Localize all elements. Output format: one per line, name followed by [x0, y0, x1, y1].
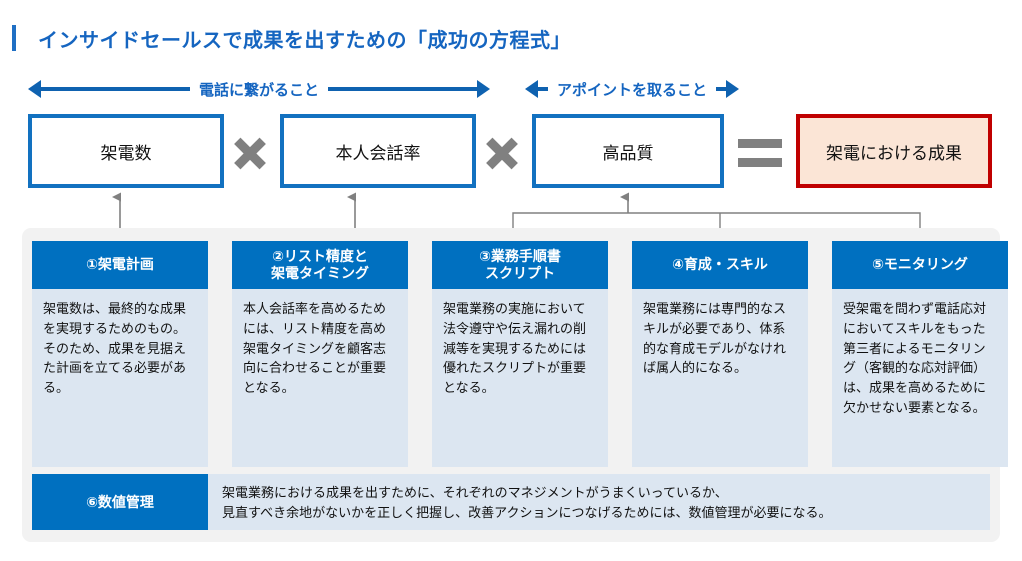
column-paragraph: 受架電を問わず電話応対においてスキルをもった第三者によるモニタリング（客観的な応… — [843, 301, 987, 415]
equals-icon — [738, 136, 782, 170]
column-list-accuracy-body: 本人会話率を高めるためには、リスト精度を高め架電タイミングを顧客志向に合わせるこ… — [232, 289, 408, 467]
equation-box-quality-label: 高品質 — [602, 143, 654, 163]
bottom-row-numeric-management: ⑥数値管理 架電業務における成果を出すために、それぞれのマネジメントがうまくいっ… — [32, 474, 990, 530]
column-call-plan-header: ①架電計画 — [32, 241, 208, 289]
equation-box-result: 架電における成果 — [796, 114, 992, 188]
column-training-skill-header: ④育成・スキル — [632, 241, 808, 289]
column-call-plan-header-label: ①架電計画 — [86, 256, 154, 273]
column-call-plan: ①架電計画 架電数は、最終的な成果を実現するためのもの。 そのため、成果を見据え… — [32, 241, 208, 467]
arrow-bar — [328, 87, 478, 91]
column-training-skill: ④育成・スキル 架電業務には専門的なスキルが必要であり、体系的な育成モデルがなけ… — [632, 241, 808, 467]
column-script-header-line1: ③業務手順書 — [479, 247, 561, 264]
column-call-plan-body: 架電数は、最終的な成果を実現するためのもの。 そのため、成果を見据えた計画を立て… — [32, 289, 208, 467]
column-monitoring-header: ⑤モニタリング — [832, 241, 1008, 289]
page-title-row: インサイドセールスで成果を出すための「成功の方程式」 — [0, 18, 1022, 58]
column-paragraph: 架電業務の実施において法令遵守や伝え漏れの削減等を実現するためには優れたスクリプ… — [443, 301, 587, 395]
title-accent-bar — [12, 25, 16, 51]
column-script: ③業務手順書 スクリプト 架電業務の実施において法令遵守や伝え漏れの削減等を実現… — [432, 241, 608, 467]
span-arrow-phone-label: 電話に繋がること — [199, 81, 320, 99]
column-list-accuracy-header: ②リスト精度と 架電タイミング — [232, 241, 408, 289]
column-list-accuracy-header-line1: ②リスト精度と — [272, 247, 368, 264]
column-training-skill-header-label: ④育成・スキル — [672, 256, 768, 273]
column-list-accuracy: ②リスト精度と 架電タイミング 本人会話率を高めるためには、リスト精度を高め架電… — [232, 241, 408, 467]
bottom-paragraph: 架電業務における成果を出すために、それぞれのマネジメントがうまくいっているか、 — [222, 485, 728, 500]
column-script-header-line2: スクリプト — [484, 265, 555, 281]
span-arrow-appointment: アポイントを取ること — [508, 74, 756, 104]
column-training-skill-body: 架電業務には専門的なスキルが必要であり、体系的な育成モデルがなければ属人的になる… — [632, 289, 808, 467]
bottom-row-label: ⑥数値管理 — [32, 474, 208, 530]
equation-box-calls-label: 架電数 — [100, 143, 152, 163]
arrow-bar — [41, 87, 190, 91]
column-list-accuracy-header-line2: 架電タイミング — [271, 265, 369, 281]
column-paragraph: 架電数は、最終的な成果を実現するためのもの。 — [43, 301, 187, 336]
column-paragraph: 本人会話率を高めるためには、リスト精度を高め架電タイミングを顧客志向に合わせるこ… — [243, 301, 387, 395]
equation-box-calls: 架電数 — [28, 114, 224, 188]
bottom-row-body: 架電業務における成果を出すために、それぞれのマネジメントがうまくいっているか、 … — [208, 474, 990, 530]
span-arrow-phone: 電話に繋がること — [28, 74, 491, 104]
equation-box-talk-rate: 本人会話率 — [280, 114, 476, 188]
column-paragraph: 架電業務には専門的なスキルが必要であり、体系的な育成モデルがなければ属人的になる… — [643, 301, 787, 376]
column-script-body: 架電業務の実施において法令遵守や伝え漏れの削減等を実現するためには優れたスクリプ… — [432, 289, 608, 467]
arrow-head-left-icon — [524, 80, 538, 98]
column-monitoring: ⑤モニタリング 受架電を問わず電話応対においてスキルをもった第三者によるモニタリ… — [832, 241, 1008, 467]
multiply-icon — [482, 133, 522, 173]
equation-box-quality: 高品質 — [532, 114, 724, 188]
column-monitoring-body: 受架電を問わず電話応対においてスキルをもった第三者によるモニタリング（客観的な応… — [832, 289, 1008, 467]
arrow-head-right-icon — [477, 80, 491, 98]
column-monitoring-header-label: ⑤モニタリング — [872, 256, 968, 273]
bottom-paragraph: 見直すべき余地がないかを正しく把握し、改善アクションにつなげるためには、数値管理… — [222, 505, 832, 521]
arrow-bar — [537, 87, 548, 91]
equation-box-talk-rate-label: 本人会話率 — [335, 143, 421, 163]
arrow-head-right-icon — [726, 80, 739, 98]
arrow-head-left-icon — [28, 80, 41, 98]
arrow-bar — [716, 87, 726, 91]
equation-box-result-label: 架電における成果 — [826, 143, 962, 163]
column-script-header: ③業務手順書 スクリプト — [432, 241, 608, 289]
multiply-icon — [230, 133, 270, 173]
span-arrow-appointment-label: アポイントを取ること — [556, 81, 707, 99]
column-paragraph: そのため、成果を見据えた計画を立てる必要がある。 — [43, 340, 187, 396]
page-title: インサイドセールスで成果を出すための「成功の方程式」 — [38, 29, 571, 52]
